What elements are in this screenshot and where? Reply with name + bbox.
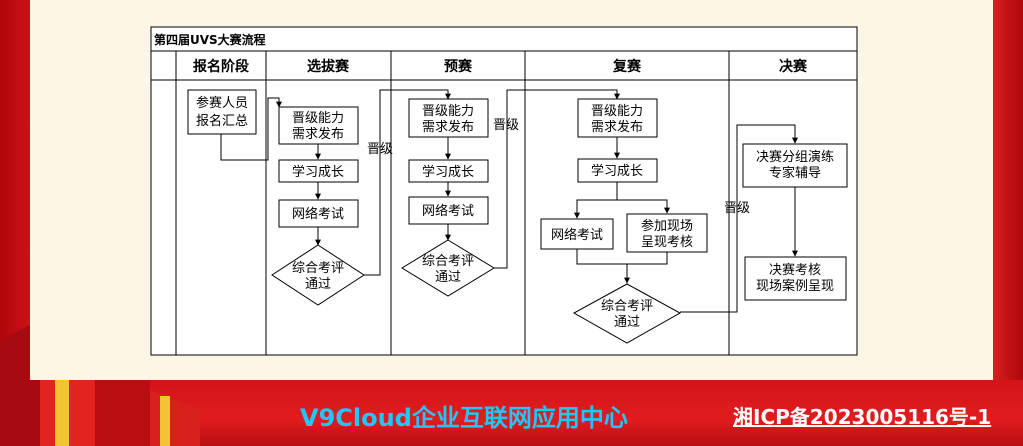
label-signup-2: 报名汇总 xyxy=(196,113,248,129)
label-final-group-1: 决赛分组演练 xyxy=(756,149,834,165)
label-sel-exam: 网络考试 xyxy=(292,206,344,222)
label-semi-exam: 网络考试 xyxy=(551,227,603,243)
node-prelim-exam xyxy=(408,196,489,225)
node-selection-review xyxy=(271,244,365,306)
label-sel-req-2: 需求发布 xyxy=(292,126,344,142)
column-header-final: 决赛 xyxy=(779,58,808,75)
label-pre-req-1: 晋级能力 xyxy=(422,104,474,119)
label-semi-req-1: 晋级能力 xyxy=(591,104,643,119)
column-header-selection: 选拔赛 xyxy=(307,58,350,75)
node-final-group-training xyxy=(742,143,848,188)
label-sel-req-1: 晋级能力 xyxy=(292,111,344,126)
column-header-signup: 报名阶段 xyxy=(193,58,249,75)
node-prelim-learning xyxy=(408,159,489,183)
label-final-group-2: 专家辅导 xyxy=(769,165,821,181)
label-pre-req-2: 需求发布 xyxy=(422,119,474,135)
node-selection-requirements xyxy=(278,106,359,145)
flowchart: 第四届UVS大赛流程 报名阶段 选拔赛 预赛 复赛 决赛 xyxy=(150,26,858,356)
node-semifinal-learning xyxy=(577,158,658,183)
column-header-semifinal: 复赛 xyxy=(612,58,642,75)
footer-brand[interactable]: V9Cloud企业互联网应用中心 xyxy=(300,404,628,432)
node-prelim-review xyxy=(401,239,495,297)
edge-label-promote-1: 晋级 xyxy=(367,142,393,157)
label-pre-exam: 网络考试 xyxy=(422,203,474,219)
node-semifinal-onsite xyxy=(626,213,708,253)
diagram-frame xyxy=(150,26,858,356)
label-semi-review-1: 综合考评 xyxy=(601,299,653,314)
node-selection-exam xyxy=(278,199,359,228)
node-semifinal-requirements xyxy=(577,98,658,138)
label-semi-onsite-1: 参加现场 xyxy=(641,218,693,234)
diagram-title: 第四届UVS大赛流程 xyxy=(154,32,266,47)
label-final-onsite-2: 现场案例呈现 xyxy=(756,279,834,294)
label-semi-learn: 学习成长 xyxy=(591,163,643,179)
label-sel-review-2: 通过 xyxy=(305,277,331,292)
label-sel-review-1: 综合考评 xyxy=(292,261,344,276)
node-semifinal-exam xyxy=(540,218,614,250)
label-pre-review-2: 通过 xyxy=(435,270,461,285)
node-semifinal-review xyxy=(572,283,682,344)
label-signup-1: 参赛人员 xyxy=(196,95,248,111)
label-semi-req-2: 需求发布 xyxy=(591,119,643,135)
edge-label-promote-3: 晋级 xyxy=(724,201,750,216)
node-selection-learning xyxy=(278,159,359,183)
label-final-onsite-1: 决赛考核 xyxy=(769,262,821,278)
label-semi-review-2: 通过 xyxy=(614,315,640,330)
node-signup-summary xyxy=(187,89,257,135)
node-prelim-requirements xyxy=(408,98,489,138)
label-pre-learn: 学习成长 xyxy=(422,164,474,180)
label-semi-onsite-2: 呈现考核 xyxy=(641,235,693,250)
column-header-prelim: 预赛 xyxy=(444,58,473,75)
label-sel-learn: 学习成长 xyxy=(292,164,344,180)
node-final-onsite-case xyxy=(744,256,847,301)
label-pre-review-1: 综合考评 xyxy=(422,254,474,269)
footer-icp-link[interactable]: 湘ICP备2023005116号-1 xyxy=(733,405,992,429)
edge-label-promote-2: 晋级 xyxy=(493,118,519,133)
